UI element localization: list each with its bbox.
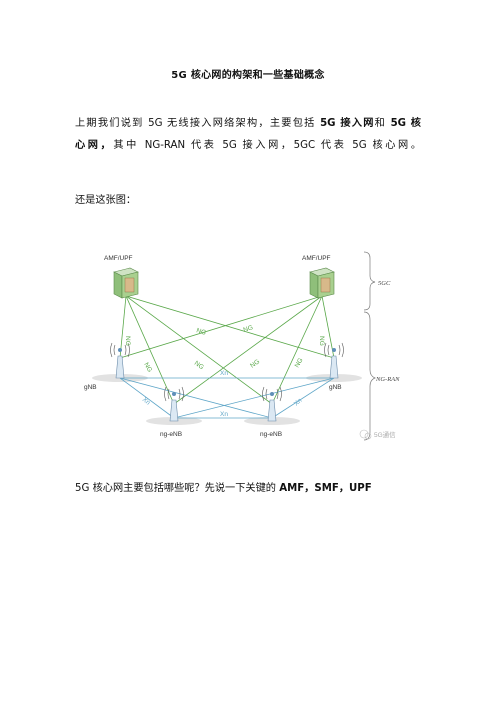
amf-upf-left-server-icon (113, 267, 139, 299)
ngenb-right-label: ng-eNB (260, 431, 282, 438)
ng-label-2: NG (195, 327, 206, 337)
ngenb-left-label: ng-eNB (160, 431, 182, 438)
gnb-left-label: gNB (84, 384, 97, 391)
ng-label-8: NG (318, 336, 325, 346)
core-components-bold: AMF，SMF，UPF (279, 483, 372, 494)
xn-label-top: Xn (220, 370, 228, 377)
label-5gc: 5GC (378, 280, 391, 287)
intro-bold-core-1: 5G 核 (390, 118, 421, 129)
paragraph-intro: 上期我们说到 5G 无线接入网络架构，主要包括 5G 接入网和 5G 核 心网，… (75, 113, 421, 157)
xn-label-bottom: Xn (220, 411, 228, 418)
intro-text-1: 上期我们说到 5G 无线接入网络架构，主要包括 (75, 118, 321, 129)
amf-upf-right-label: AMF/UPF (302, 255, 331, 262)
xn-labels: Xn Xn Xn Xn (141, 370, 304, 418)
ng-label-4: NG (142, 362, 153, 374)
ngenb-right-antenna-icon (262, 386, 282, 422)
xn-links (119, 377, 335, 419)
core-components-text: 5G 核心网主要包括哪些呢？先说一下关键的 (75, 483, 280, 494)
page-title: 5G 核心网的构架和一些基础概念 (171, 70, 325, 81)
brace-5gc (363, 251, 376, 311)
label-ng-ran: NG-RAN (375, 376, 400, 383)
watermark: 5G通信 (359, 429, 396, 440)
ng-label-3: NG (243, 324, 254, 334)
gnb-right-antenna-icon (324, 342, 344, 379)
intro-bold-access-network: 5G 接入网 (320, 118, 375, 129)
xn-label-right: Xn (293, 397, 304, 408)
intro-text-2: 和 (374, 118, 391, 129)
paragraph-core-components: 5G 核心网主要包括哪些呢？先说一下关键的 AMF，SMF，UPF (75, 478, 421, 500)
xn-label-left: Xn (141, 396, 152, 407)
watermark-text: 5G通信 (374, 430, 396, 439)
brace-ngran (363, 311, 376, 441)
ng-label-6: NG (249, 358, 261, 369)
network-architecture-diagram: AMF/UPF AMF/UPF NG NG NG NG (84, 251, 400, 441)
gnb-right-label: gNB (329, 384, 342, 391)
ng-label-5: NG (193, 360, 205, 371)
intro-text-3: 其中 NG-RAN 代表 5G 接入网，5GC 代表 5G 核心网。 (113, 140, 422, 151)
ng-label-7: NG (294, 357, 305, 369)
ngenb-left-antenna-icon (164, 386, 184, 422)
watermark-logo-icon (359, 429, 369, 439)
amf-upf-left-label: AMF/UPF (104, 255, 133, 262)
amf-upf-right-server-icon (309, 267, 335, 299)
ng-links (119, 295, 335, 405)
gnb-left-antenna-icon (110, 342, 130, 379)
ng-label-1: NG (124, 336, 131, 346)
paragraph-figure-intro: 还是这张图： (75, 195, 137, 206)
ng-labels: NG NG NG NG NG NG NG NG (124, 324, 325, 373)
intro-bold-core-2: 心网， (75, 140, 114, 151)
